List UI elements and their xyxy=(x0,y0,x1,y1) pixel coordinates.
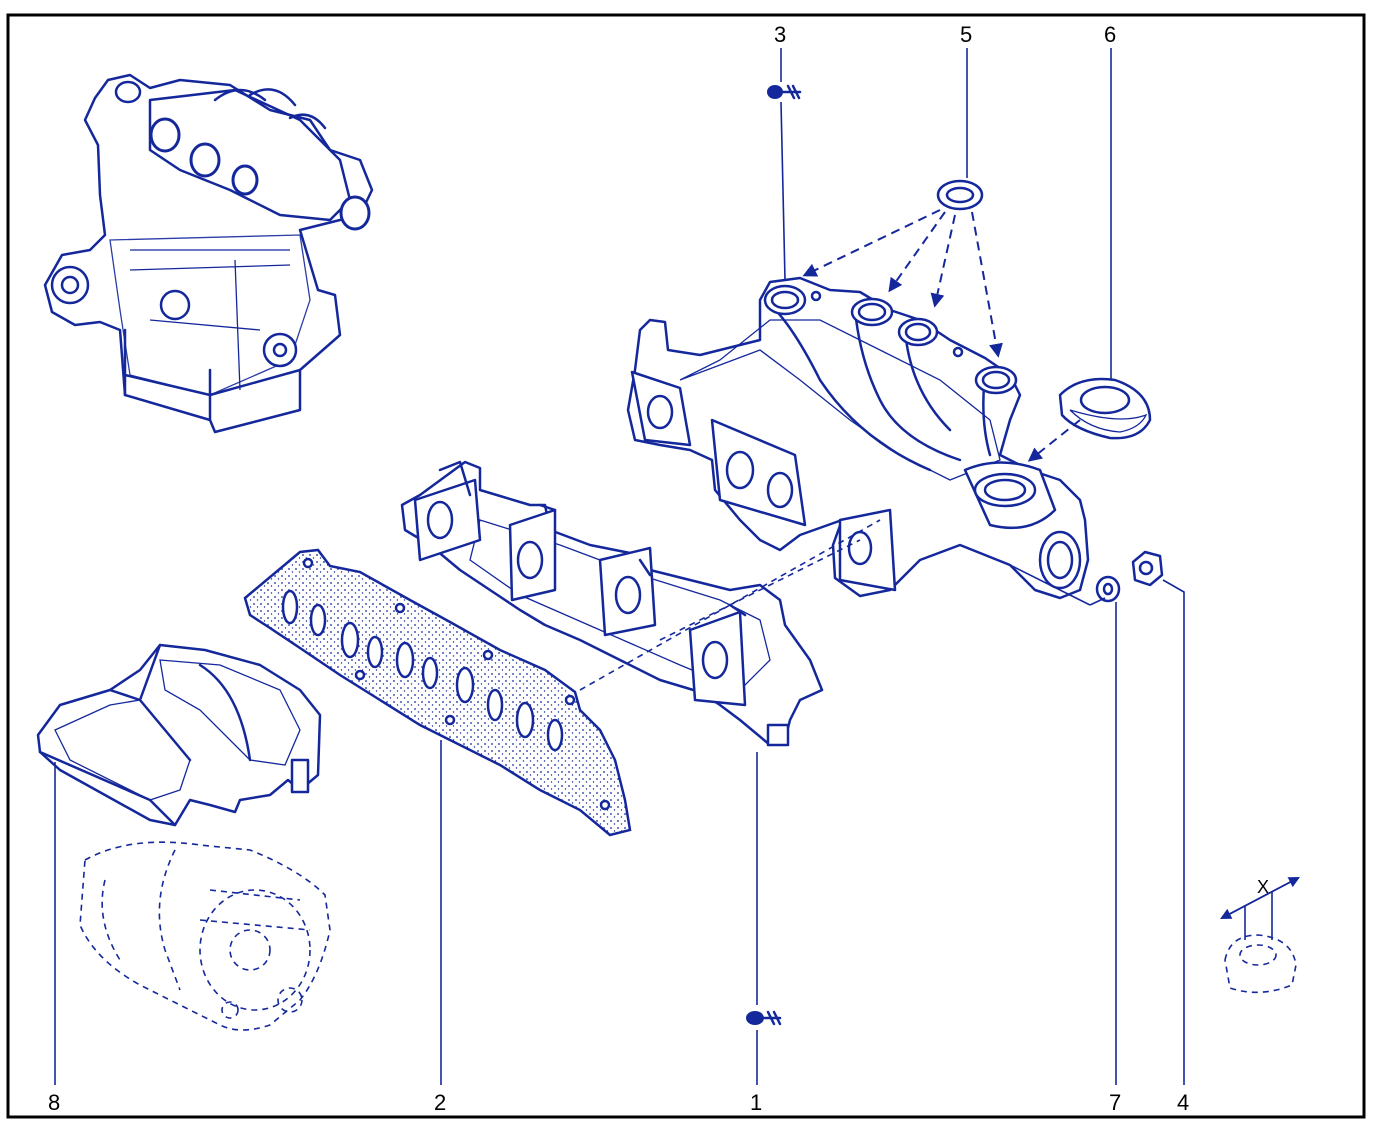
callout-8: 8 xyxy=(48,1090,60,1115)
callout-labels: 3 5 6 8 2 1 7 4 xyxy=(48,22,1189,1115)
blanking-cap-6 xyxy=(1058,377,1152,440)
heat-shield-8 xyxy=(36,643,322,827)
stud-3 xyxy=(767,84,802,100)
callout-7: 7 xyxy=(1109,1090,1121,1115)
callout-4: 4 xyxy=(1177,1090,1189,1115)
assembly-arrows xyxy=(579,209,1106,691)
callout-5: 5 xyxy=(960,22,972,47)
callout-2: 2 xyxy=(434,1090,446,1115)
callout-1: 1 xyxy=(750,1090,762,1115)
throttle-gasket-5 xyxy=(936,179,984,211)
exhaust-manifold xyxy=(400,460,824,747)
exhaust-gasket-2 xyxy=(243,548,632,837)
detail-dimension-label: X xyxy=(1257,877,1269,897)
callout-leaders xyxy=(54,48,1185,1085)
nut-4 xyxy=(1131,550,1164,587)
intake-manifold xyxy=(626,276,1090,600)
washer-7 xyxy=(1095,575,1121,603)
engine-overview-drawing xyxy=(43,73,374,434)
callout-3: 3 xyxy=(774,22,786,47)
ghost-alternator-outline xyxy=(79,841,331,1031)
stud-1 xyxy=(746,1010,782,1026)
nut-detail-inset: X xyxy=(1220,876,1300,994)
callout-6: 6 xyxy=(1104,22,1116,47)
